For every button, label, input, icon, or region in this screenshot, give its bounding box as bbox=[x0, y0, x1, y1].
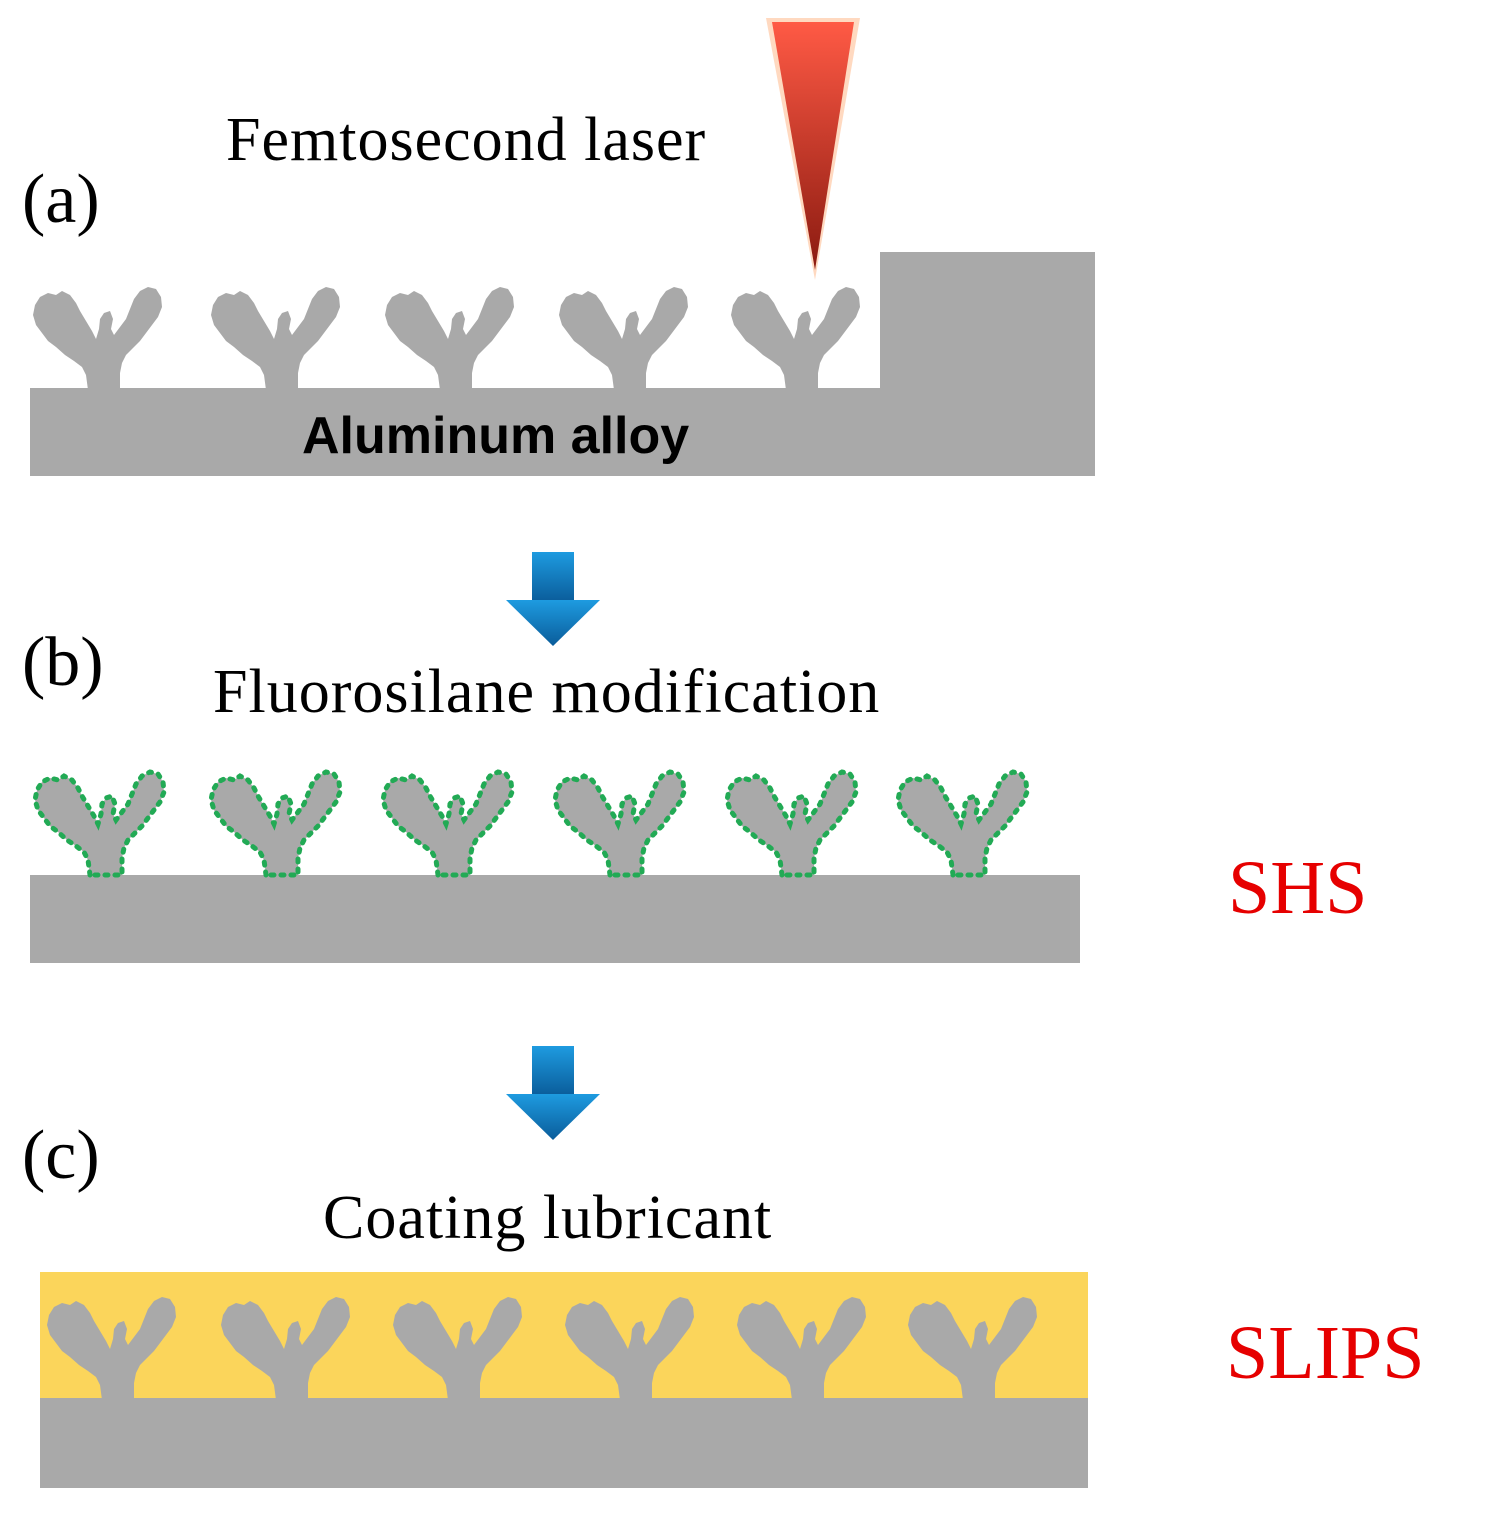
panel-a: (a) Femtosecond laser Aluminum alloy bbox=[22, 18, 1095, 476]
panel-b: (b) Fluorosilane modification SHS bbox=[22, 624, 1367, 963]
substrate-label: Aluminum alloy bbox=[302, 407, 689, 465]
panel-c: (c) Coating lubricant SLIPS bbox=[22, 1117, 1425, 1488]
microstructures-a bbox=[33, 287, 860, 390]
substrate-c bbox=[40, 1398, 1088, 1488]
substrate-b bbox=[30, 875, 1080, 963]
panel-a-step-label: Femtosecond laser bbox=[226, 106, 706, 174]
panel-c-letter: (c) bbox=[22, 1117, 100, 1194]
panel-b-step-label: Fluorosilane modification bbox=[213, 658, 880, 726]
panel-b-letter: (b) bbox=[22, 624, 104, 701]
down-arrow-icon bbox=[506, 552, 600, 646]
panel-c-step-label: Coating lubricant bbox=[323, 1184, 772, 1252]
result-slips: SLIPS bbox=[1226, 1311, 1425, 1395]
down-arrow-icon bbox=[506, 1046, 600, 1140]
result-shs: SHS bbox=[1228, 846, 1367, 930]
laser-beam-icon bbox=[766, 18, 860, 280]
microstructures-b bbox=[35, 772, 1027, 875]
panel-a-letter: (a) bbox=[22, 161, 100, 238]
aluminum-substrate bbox=[30, 252, 1095, 476]
